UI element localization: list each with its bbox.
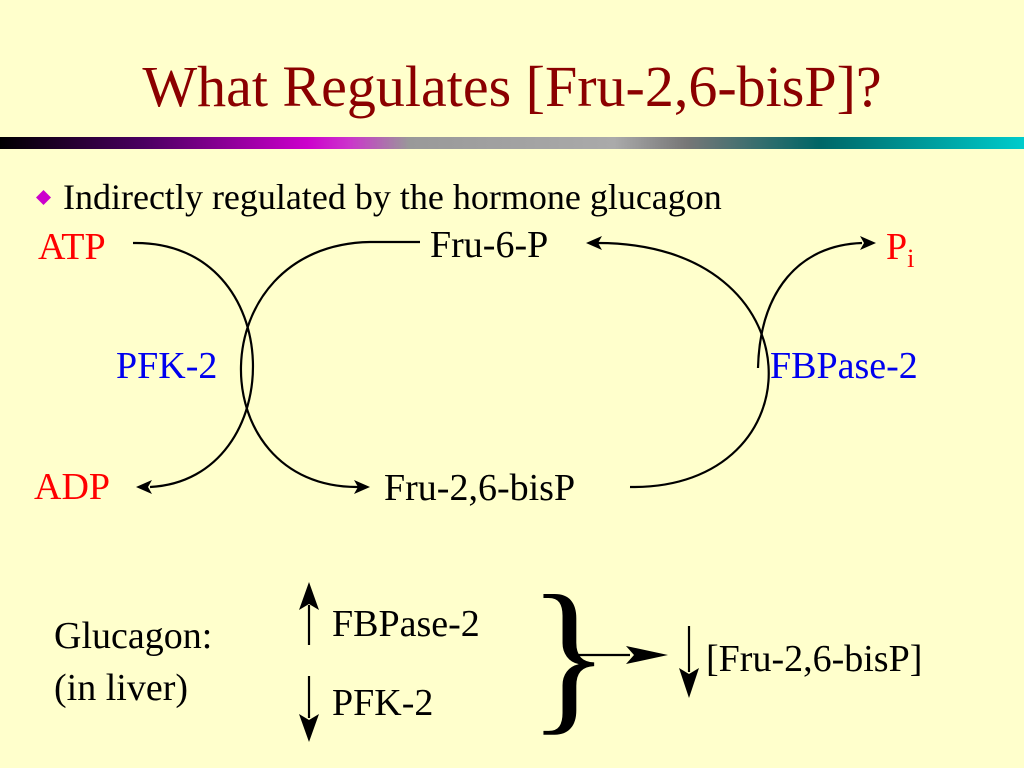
pfk2-atp-adp-curve bbox=[132, 241, 254, 489]
title-divider-bar bbox=[0, 137, 1024, 149]
slide-title: What Regulates [Fru-2,6-bisP]? bbox=[142, 54, 882, 119]
pfk2-label: PFK-2 bbox=[116, 345, 218, 387]
in-liver-label: (in liver) bbox=[54, 667, 189, 709]
atp-label: ATP bbox=[38, 226, 106, 268]
pfk2-substrate-curve bbox=[239, 240, 420, 489]
glucagon-label: Glucagon: bbox=[54, 615, 213, 657]
bisp-arrowhead bbox=[354, 480, 370, 494]
right-brace: } bbox=[528, 561, 610, 749]
pi-subscript: i bbox=[907, 244, 915, 273]
pfk2-effect-label: PFK-2 bbox=[332, 682, 434, 724]
result-label: [Fru-2,6-bisP] bbox=[706, 638, 923, 680]
pi-arrowhead bbox=[860, 236, 876, 250]
up-arrowhead bbox=[299, 582, 319, 610]
adp-label: ADP bbox=[34, 466, 111, 508]
result-arrowhead bbox=[626, 646, 668, 664]
fbpase2-pi-curve bbox=[756, 241, 863, 369]
down-arrowhead bbox=[299, 714, 319, 742]
pi-main-text: P bbox=[886, 226, 908, 268]
fru26bisp-label: Fru-2,6-bisP bbox=[384, 467, 576, 509]
fbpase2-substrate-curve bbox=[597, 241, 770, 489]
fbpase2-label: FBPase-2 bbox=[770, 345, 918, 387]
result-down-arrowhead bbox=[679, 668, 699, 698]
fbpase2-effect-label: FBPase-2 bbox=[332, 603, 480, 645]
bullet-text: Indirectly regulated by the hormone gluc… bbox=[63, 177, 722, 217]
fru6p-label: Fru-6-P bbox=[430, 224, 549, 266]
diamond-bullet-icon bbox=[36, 189, 51, 205]
adp-arrowhead bbox=[136, 480, 152, 494]
bullet-item: Indirectly regulated by the hormone gluc… bbox=[30, 176, 722, 218]
fru6p-arrowhead bbox=[586, 236, 602, 250]
pi-label: Pi bbox=[886, 228, 914, 272]
